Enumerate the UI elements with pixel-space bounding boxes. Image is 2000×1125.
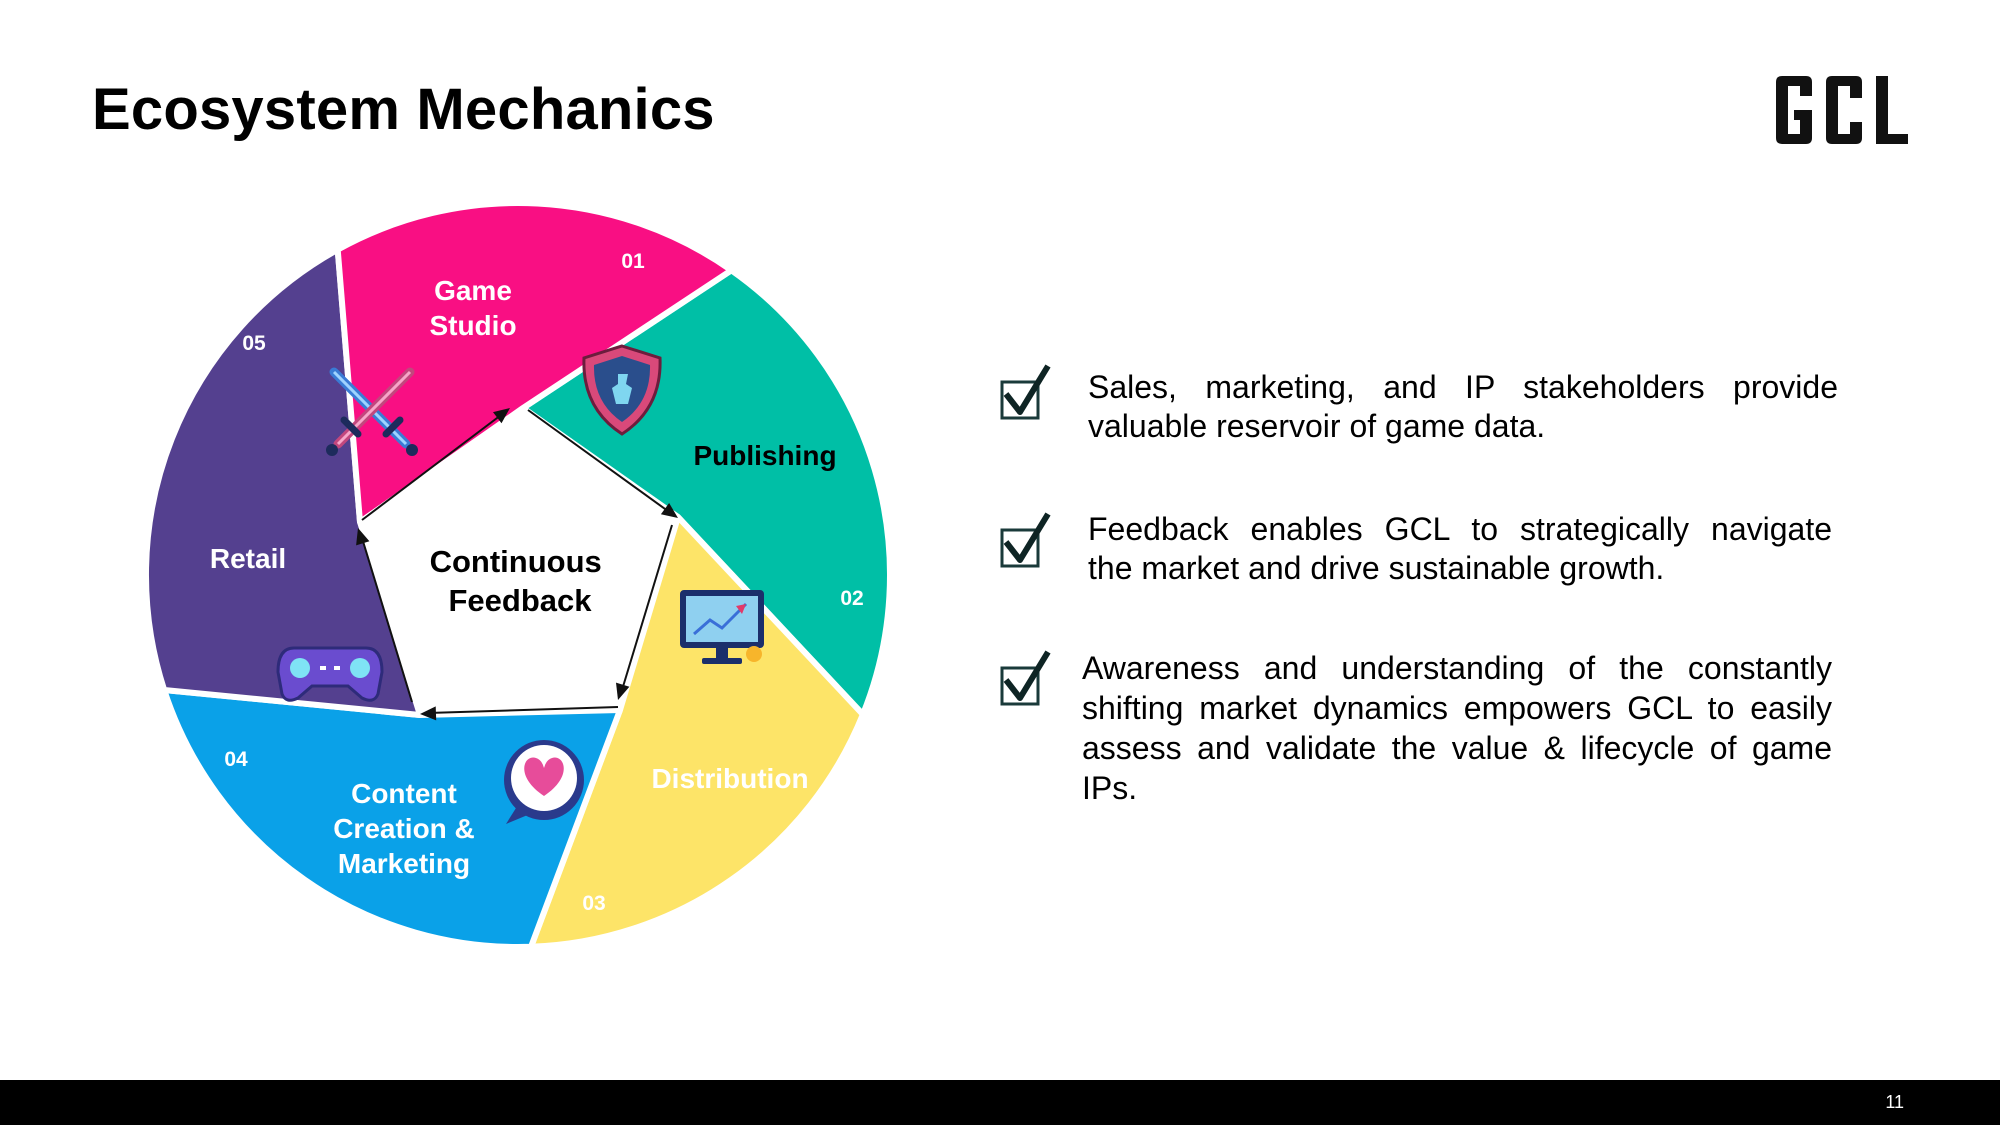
segment-number-03: 03 [582, 892, 605, 915]
monitor-chart-icon [680, 590, 764, 664]
bullet-3-line-4: IPs. [1082, 770, 1138, 806]
arrow-retail-to-studio [361, 411, 506, 521]
arrowhead [616, 682, 630, 700]
bullet-3-line-2: shifting market dynamics empowers GCL to… [1082, 690, 1832, 726]
segment-number-02: 02 [840, 587, 863, 610]
segment-number-04: 04 [224, 748, 248, 771]
bullet-3-line-1: Awareness and understanding of the const… [1082, 650, 1832, 686]
checkmark-icon [1000, 650, 1051, 706]
gcl-logo [1776, 76, 1908, 144]
arrowhead [660, 503, 678, 518]
segment-05 [334, 200, 735, 525]
bullet-1-line-2: valuable reservoir of game data. [1088, 408, 1546, 444]
segment-label-05: Retail [210, 543, 286, 574]
footer-bar: 11 [0, 1080, 2000, 1125]
segment-number-01: 01 [621, 250, 645, 273]
arrowhead [493, 408, 510, 424]
page-title: Ecosystem Mechanics [92, 77, 715, 142]
crossed-swords-icon [326, 367, 418, 456]
bullet-3-line-3: assess and validate the value & lifecycl… [1082, 730, 1832, 766]
gamepad-icon [276, 646, 384, 702]
segment-number-05: 05 [242, 332, 266, 355]
bullet-2-line-2: the market and drive sustainable growth. [1088, 550, 1665, 586]
segment-02 [528, 514, 866, 950]
checkmark-icon [1000, 512, 1051, 568]
segment-label-03: Distribution [651, 763, 808, 794]
segment-04 [143, 246, 423, 718]
arrow-content-to-retail [361, 537, 413, 703]
center-label: Continuous Feedback [430, 544, 611, 618]
ecosystem-cycle-diagram: Continuous Feedback [143, 200, 893, 951]
arrowhead [356, 528, 370, 546]
arrow-distribution-to-content [427, 706, 619, 714]
bullet-1-line-1: Sales, marketing, and IP stakeholders pr… [1088, 369, 1838, 405]
bullet-2-line-1: Feedback enables GCL to strategically na… [1088, 511, 1832, 547]
arrowhead [420, 706, 437, 721]
heart-chat-icon [504, 740, 584, 824]
shield-icon [582, 344, 662, 436]
segment-03 [161, 687, 623, 951]
checkmark-icon [1000, 364, 1051, 420]
center-pentagon [360, 408, 678, 715]
page-number: 11 [1885, 1092, 1904, 1112]
arrow-publishing-to-distribution [621, 524, 673, 691]
segment-label-02: Publishing [693, 440, 836, 471]
arrow-studio-to-publishing [527, 409, 673, 515]
